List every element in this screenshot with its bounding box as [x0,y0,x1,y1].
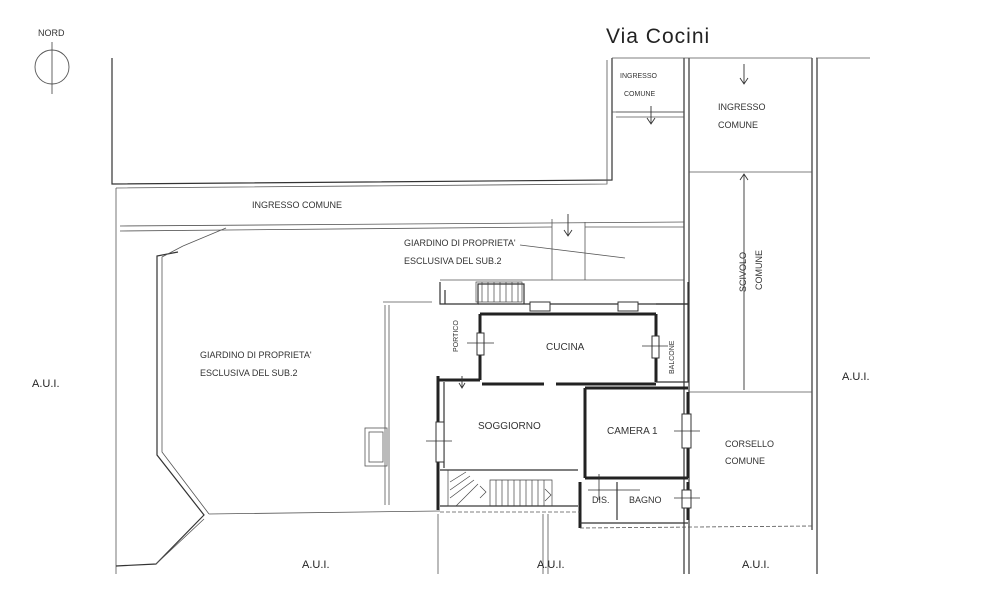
aui-left: A.U.I. [32,378,60,390]
garden-left-boundary [115,227,441,567]
arrow-up-icon [739,173,749,390]
giardino-left-line1: GIARDINO DI PROPRIETA' [200,350,312,360]
entry-arrows [458,64,749,390]
corsello-line1: CORSELLO [725,439,774,449]
giardino-top-line1: GIARDINO DI PROPRIETA' [404,238,516,248]
room-dis: DIS. [592,495,610,505]
north-compass: NORD [34,28,70,94]
arrow-down-icon [739,64,749,85]
arrow-down-icon [646,106,656,125]
giardino-top-line2: ESCLUSIVA DEL SUB.2 [404,256,502,266]
ingresso-comune-small-line1: INGRESSO [620,73,658,80]
giardino-left-line2: ESCLUSIVA DEL SUB.2 [200,368,298,378]
aui-right: A.U.I. [842,371,870,383]
building-walls [436,282,813,529]
corsello-line2: COMUNE [725,456,765,466]
street-name: Via Cocini [606,25,710,48]
ingresso-comune-right-line1: INGRESSO [718,102,766,112]
north-label: NORD [38,28,65,38]
property-lines [111,57,870,574]
room-balcone: BALCONE [669,340,676,374]
aui-bottom-mid: A.U.I. [537,559,565,571]
arrow-down-icon [458,376,466,389]
room-portico: PORTICO [453,320,460,352]
garden-top [440,219,684,281]
room-camera: CAMERA 1 [607,426,658,437]
room-soggiorno: SOGGIORNO [478,421,541,432]
arrow-down-icon [563,214,573,237]
stairs [447,281,553,507]
ingresso-comune-small-line2: COMUNE [624,91,655,98]
scivolo-line2: COMUNE [754,250,764,290]
scivolo-line1: SCIVOLO [738,252,748,292]
ingresso-comune-main: INGRESSO COMUNE [252,200,342,210]
aui-bottom-left: A.U.I. [302,559,330,571]
windows [426,301,700,509]
room-cucina: CUCINA [546,342,585,353]
aui-bottom-right: A.U.I. [742,559,770,571]
room-bagno: BAGNO [629,495,662,505]
ingresso-comune-right-line2: COMUNE [718,120,758,130]
